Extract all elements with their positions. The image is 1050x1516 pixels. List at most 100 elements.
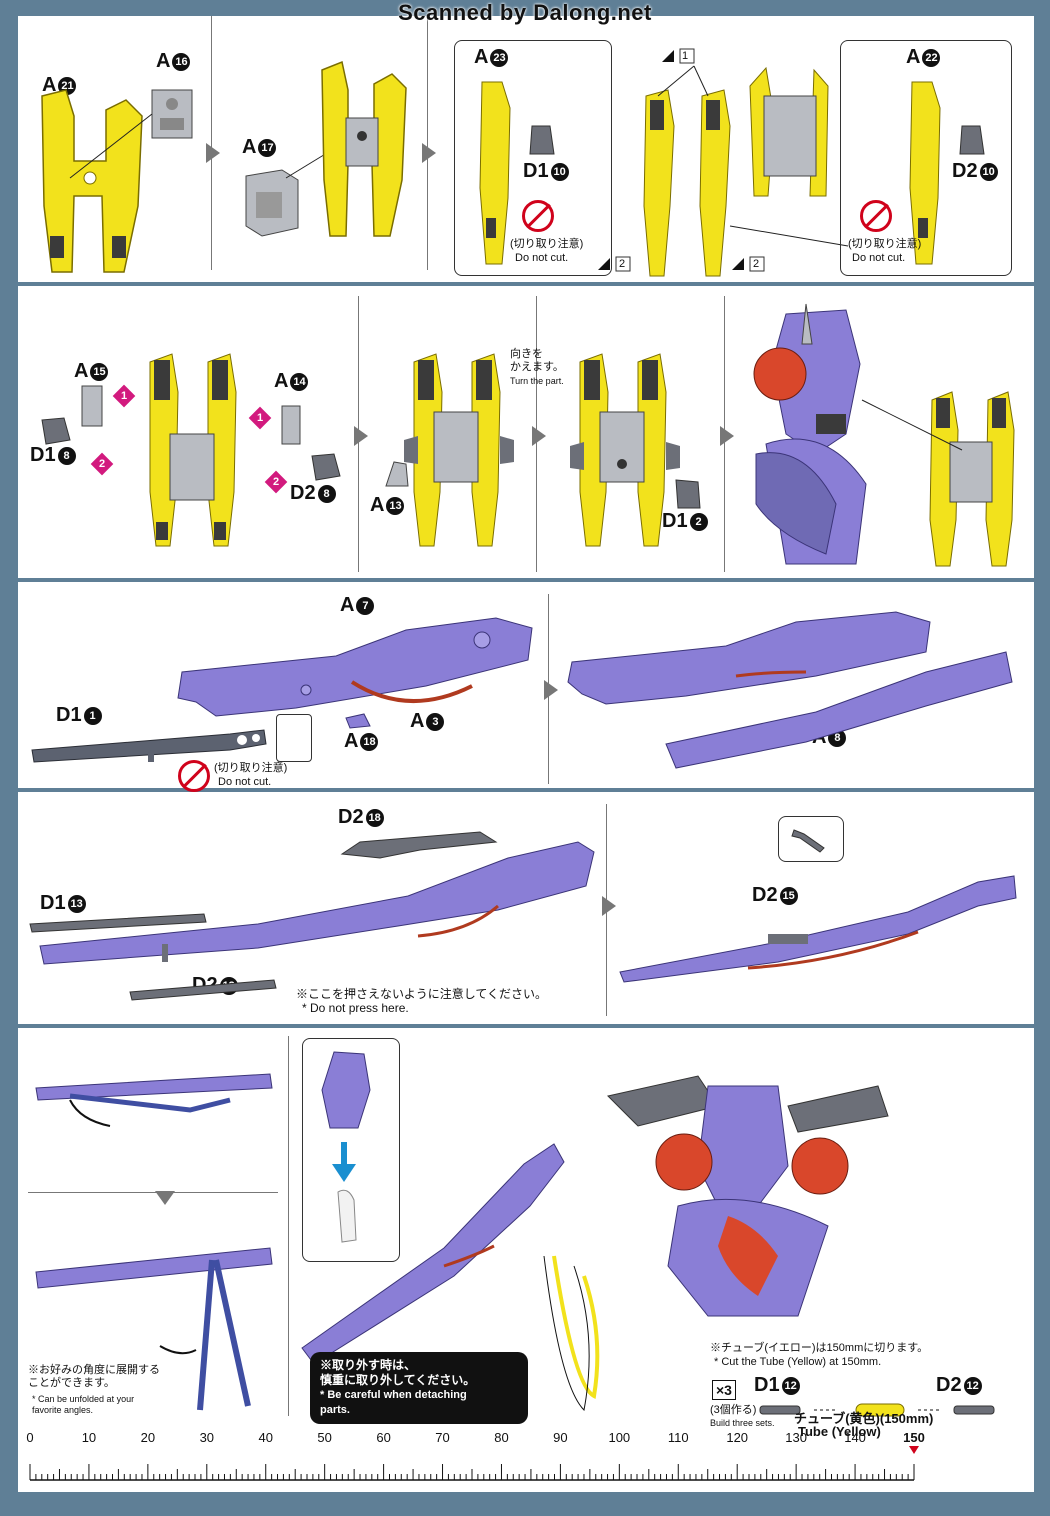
part-yellow-legs-step2a [149,353,237,547]
unfold-note-jp: ※お好みの角度に展開する ことができます。 [28,1364,160,1389]
part-a15-illustration [81,385,103,427]
tube-label-en: Tube (Yellow) [798,1424,881,1439]
ruler-tick-label: 90 [553,1430,568,1445]
gate-icon-2-left [598,256,631,272]
part-a14-illustration [281,405,301,445]
ruler-tick-label: 100 [608,1430,631,1445]
ruler-tick-label: 120 [726,1430,749,1445]
no-cut-note-en-2: Do not cut. [852,252,906,264]
press-warning-en: * Do not press here. [302,1001,409,1015]
detach-caution-jp: ※取り外す時は、 慎重に取り外してください。 [320,1358,476,1387]
gate-number-1: 1 [682,50,689,62]
detach-caution-box: ※取り外す時は、 慎重に取り外してください。 * Be careful when… [310,1352,528,1424]
hand-detail-box [302,1038,400,1262]
part-d2-18-illustration [340,831,498,859]
order-mark-1-left: 1 [112,384,136,408]
gate-number-2-right: 2 [753,258,760,270]
ruler-tick-label: 150 [903,1430,925,1445]
tube-cut-note-en: * Cut the Tube (Yellow) at 150mm. [714,1356,882,1368]
robot-with-rifle [607,1075,889,1317]
a18-detail-box [276,714,312,762]
part-a7-rifle-half [177,617,533,717]
detach-caution-en: * Be careful when detaching parts. [320,1389,467,1416]
no-cut-icon [522,200,554,232]
tube-cut-note-jp: ※チューブ(イエロー)は150mmに切ります。 [710,1342,929,1354]
part-a21-illustration [41,89,143,273]
rifle-assembled-step4 [619,875,1017,983]
part-d2-8-illustration [311,453,341,481]
order-mark-2-left: 2 [90,452,114,476]
detail-box-a23 [454,40,612,276]
part-yellow-legs-step2c [570,353,680,547]
bipod-unfolded [35,1247,273,1411]
part-a3-tube [350,680,473,703]
d2-15-detail-box [778,816,844,862]
measurement-ruler: 0 10 20 30 40 50 60 70 80 90 100 110 120 130 140 150 [18,1426,1034,1492]
part-d2-13-rod [129,979,277,1001]
no-cut-note-jp: (切り取り注意) [510,238,584,250]
part-d1-1-barrel [31,729,267,763]
no-cut-note-jp-2: (切り取り注意) [848,238,922,250]
no-cut-note-en: Do not cut. [515,252,569,264]
gate-icon-2-right [732,256,765,272]
detail-box-a22 [840,40,1012,276]
part-d1-13-rod [29,913,207,933]
ruler-tick-label: 40 [258,1430,273,1445]
hand-part-illustration [321,1051,371,1243]
part-a17-illustration [245,127,369,237]
step-3-panel: A7 A3 A18 D11 A8 (切り取り注意) Do not cut. [18,582,1034,792]
part-yellow-legs-step2b [404,353,514,547]
no-cut-icon-2 [860,200,892,232]
ruler-tick-label: 130 [785,1430,807,1445]
no-cut-icon-3 [178,760,210,792]
ruler-tick-label: 30 [199,1430,215,1445]
part-a22-illustration [909,81,941,265]
gate-icon-1 [662,48,695,64]
turn-part-note-jp: 向きを かえます。 [510,348,564,373]
part-d1-8-illustration [41,417,71,445]
ruler-tick-label: 0 [26,1430,34,1445]
ruler-tick-label: 50 [317,1430,332,1445]
rifle-assembly-step3 [567,611,1013,769]
no-cut-note-jp-3: (切り取り注意) [214,762,288,774]
robot-torso-illustration [753,303,867,565]
part-h-frame-assembled [321,60,407,237]
sets-note-en: Build three sets. [710,1418,775,1428]
part-d2-10-illustration [959,125,985,155]
ruler-tick-label: 10 [81,1430,97,1445]
wrench-icon [791,829,825,853]
order-mark-2-right: 2 [264,470,288,494]
ruler-tick-label: 20 [140,1430,156,1445]
ruler-tick-label: 110 [667,1430,689,1445]
ruler-tick-label: 60 [376,1430,391,1445]
ruler-tick-label: 140 [844,1430,866,1445]
rifle-with-tubes [301,1143,600,1412]
sets-count: ×3 [712,1380,736,1400]
ruler-tick-label: 80 [494,1430,509,1445]
ruler-tick-label: 70 [435,1430,450,1445]
turn-part-note-en: Turn the part. [510,376,564,386]
rifle-body-step4 [39,841,595,965]
order-mark-1-right: 1 [248,406,272,430]
tube-connection-diagram [759,1403,995,1417]
